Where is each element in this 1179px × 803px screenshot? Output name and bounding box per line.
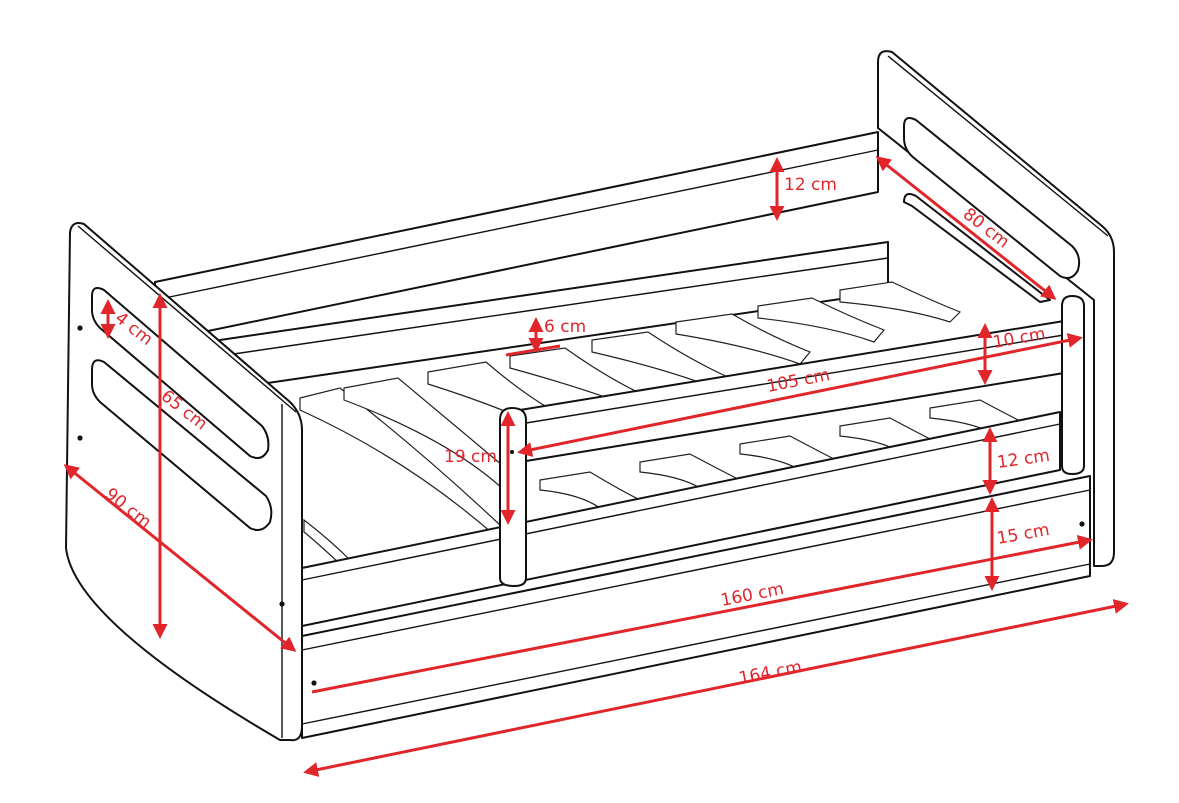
label-slat-gap: 6 cm [544, 317, 586, 337]
dim-line-headboard-depth [875, 156, 1057, 300]
dim-line-total-length [303, 599, 1129, 777]
label-total-length: 164 cm [737, 657, 803, 689]
label-top-rail: 12 cm [784, 175, 837, 195]
dim-line-guard-length [517, 333, 1083, 457]
label-guard-post: 19 cm [444, 447, 497, 467]
dimension-lines [63, 156, 1129, 777]
dim-line-total-depth [63, 464, 297, 652]
